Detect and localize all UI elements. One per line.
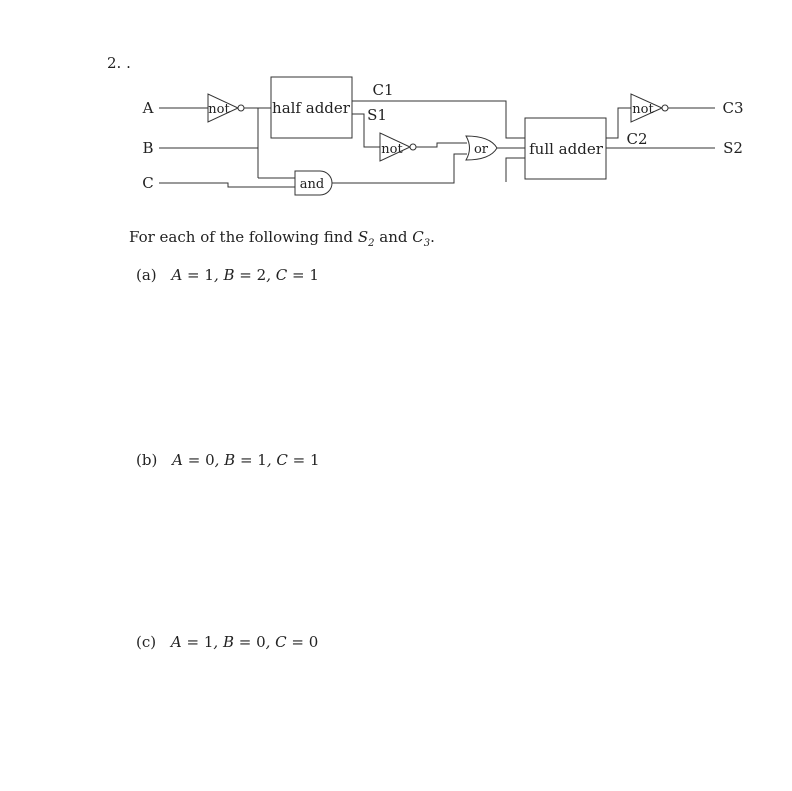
or-gate: or (465, 135, 498, 161)
part-expression: A = 1, B = 0, C = 0 (170, 633, 319, 651)
circuit-diagram: A B C not half adder C1 S1 not (142, 76, 744, 196)
part-c: (c) A = 1, B = 0, C = 0 (136, 633, 318, 651)
half-adder-label: half adder (272, 99, 351, 117)
not-gate-2-label: not (381, 142, 403, 157)
prompt-s2: S2 (357, 228, 375, 249)
full-adder-block: full adder (524, 117, 607, 180)
s1-label: S1 (367, 106, 387, 124)
not-gate-3-label: not (632, 102, 654, 117)
value-a: 1 (203, 633, 214, 651)
value-b: 2 (256, 266, 267, 284)
question-prompt: For each of the following find S2 and C3… (129, 228, 435, 249)
wires (159, 100, 715, 188)
not-gate-1-label: not (208, 102, 230, 117)
value-b: 0 (256, 633, 266, 651)
value-c: 0 (308, 633, 319, 651)
prompt-s: S (357, 228, 369, 246)
input-b-label: B (142, 139, 153, 157)
part-a: (a) A = 1, B = 2, C = 1 (136, 266, 319, 284)
input-c-label: C (142, 174, 153, 192)
value-b: 1 (257, 451, 267, 469)
not-gate-3: not (630, 93, 669, 123)
part-expression: A = 0, B = 1, C = 1 (172, 451, 320, 469)
c2-label: C2 (626, 130, 647, 148)
output-s2-label: S2 (723, 139, 743, 157)
part-expression: A = 1, B = 2, C = 1 (171, 266, 319, 284)
value-a: 0 (205, 451, 215, 469)
prompt-and: and (379, 228, 408, 246)
and-gate: and (294, 170, 333, 196)
question-number-text: 2. (107, 54, 122, 72)
prompt-end: . (430, 228, 435, 246)
or-gate-label: or (474, 142, 489, 157)
value-c: 1 (309, 266, 319, 284)
output-c3-label: C3 (722, 99, 743, 117)
prompt-c3: C3 (412, 228, 431, 249)
part-label: (c) (136, 633, 157, 651)
part-label: (b) (136, 451, 158, 469)
half-adder-block: half adder (270, 76, 353, 139)
full-adder-label: full adder (529, 140, 604, 158)
prompt-text: For each of the following find (129, 228, 354, 246)
and-gate-label: and (300, 177, 324, 192)
prompt-c: C (412, 228, 424, 246)
not-gate-1: not (207, 93, 245, 123)
part-b: (b) A = 0, B = 1, C = 1 (136, 451, 320, 469)
input-a-label: A (142, 99, 154, 117)
part-label: (a) (136, 266, 157, 284)
prompt-s-sub: 2 (368, 238, 375, 249)
value-c: 1 (309, 451, 320, 469)
value-a: 1 (204, 266, 214, 284)
not-gate-2: not (379, 132, 417, 162)
question-number: 2. . (107, 54, 131, 72)
question-suffix: . (126, 54, 131, 72)
c1-label: C1 (372, 81, 393, 99)
prompt-c-sub: 3 (423, 238, 431, 249)
